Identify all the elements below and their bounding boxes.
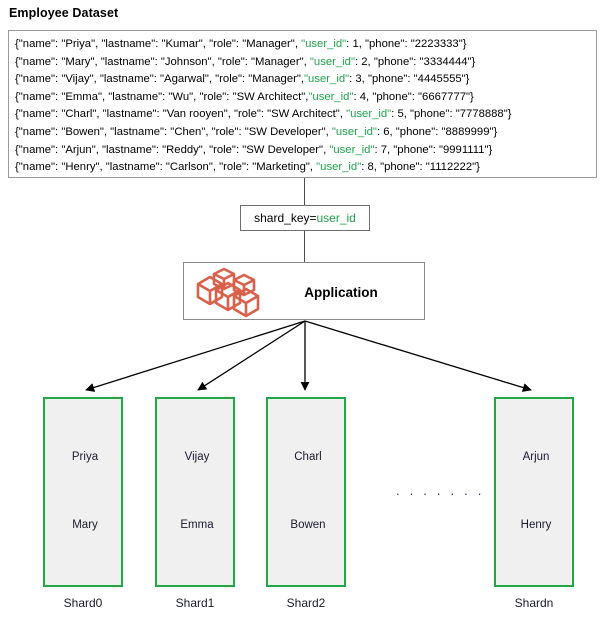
- record-user-id-key: "user_id": [331, 125, 377, 138]
- record-suffix: : 7, "phone": "9991111"}: [374, 143, 493, 156]
- record-prefix: {"name": "Emma", "lastname": "Wu", "role…: [15, 90, 309, 103]
- shard-label-shard0: Shard0: [63, 596, 103, 610]
- record-suffix: : 2, "phone": "3334444"}: [354, 55, 476, 68]
- record-prefix: {"name": "Bowen", "lastname": "Chen", "r…: [15, 125, 332, 138]
- record-user-id-key: "user_id": [304, 73, 350, 86]
- shard-record-name: Priya: [71, 451, 99, 463]
- record-user-id-key: "user_id": [346, 108, 392, 121]
- dataset-record-row: {"name": "Bowen", "lastname": "Chen", "r…: [15, 124, 590, 142]
- record-user-id-key: "user_id": [329, 143, 375, 156]
- record-prefix: {"name": "Mary", "lastname": "Johnson", …: [15, 55, 310, 68]
- application-label: Application: [304, 284, 378, 300]
- record-suffix: : 6, "phone": "8889999"}: [376, 125, 498, 138]
- shard-record-name: Arjun: [522, 451, 550, 463]
- dataset-record-row: {"name": "Charl", "lastname": "Van rooye…: [15, 106, 590, 124]
- shard-record-name: Bowen: [290, 519, 326, 531]
- page-title: Employee Dataset: [9, 6, 119, 20]
- record-prefix: {"name": "Arjun", "lastname": "Reddy", "…: [15, 143, 330, 156]
- dataset-record-row: {"name": "Emma", "lastname": "Wu", "role…: [15, 89, 590, 107]
- shard-record-name: Emma: [180, 519, 214, 531]
- shard-record-name: Henry: [520, 519, 552, 531]
- arrow-to-shard0: [85, 320, 306, 392]
- record-suffix: : 4, "phone": "6667777"}: [353, 90, 474, 103]
- dataset-record-row: {"name": "Henry", "lastname": "Carlson",…: [15, 159, 590, 177]
- dataset-record-row: {"name": "Priya", "lastname": "Kumar", "…: [15, 36, 590, 54]
- shard-label-shard2: Shard2: [286, 596, 326, 610]
- record-prefix: {"name": "Vijay", "lastname": "Agarwal",…: [15, 73, 305, 86]
- shard-record-name: Vijay: [184, 451, 210, 463]
- dataset-record-row: {"name": "Vijay", "lastname": "Agarwal",…: [15, 71, 590, 89]
- dataset-record-row: {"name": "Arjun", "lastname": "Reddy", "…: [15, 142, 590, 160]
- record-prefix: {"name": "Charl", "lastname": "Van rooye…: [15, 108, 347, 121]
- shard-key-value: user_id: [316, 211, 356, 225]
- connector-shardkey-to-application: [304, 231, 305, 262]
- shard-ellipsis: . . . . . . .: [396, 483, 485, 498]
- arrow-to-shard1: [197, 320, 306, 391]
- shard-key-label: shard_key=: [254, 211, 317, 225]
- record-user-id-key: "user_id": [309, 55, 355, 68]
- cubes-icon: [196, 267, 260, 318]
- record-suffix: : 8, "phone": "1112222"}: [361, 161, 480, 174]
- record-user-id-key: "user_id": [308, 90, 354, 103]
- shard-key-box: shard_key=user_id: [240, 205, 370, 231]
- shard-record-name: Charl: [294, 451, 322, 463]
- record-suffix: : 5, "phone": "7778888"}: [391, 108, 512, 121]
- shard-label-shard1: Shard1: [175, 596, 215, 610]
- record-user-id-key: "user_id": [316, 161, 362, 174]
- dataset-record-list: {"name": "Priya", "lastname": "Kumar", "…: [15, 36, 590, 177]
- record-prefix: {"name": "Priya", "lastname": "Kumar", "…: [15, 38, 302, 50]
- shard-label-shardn: Shardn: [514, 596, 554, 610]
- employee-dataset-box: {"name": "Priya", "lastname": "Kumar", "…: [8, 30, 597, 178]
- record-suffix: : 1, "phone": "2223333"}: [346, 38, 467, 50]
- application-box: Application: [183, 262, 425, 320]
- record-user-id-key: "user_id": [301, 38, 347, 50]
- dataset-record-row: {"name": "Mary", "lastname": "Johnson", …: [15, 54, 590, 72]
- connector-dataset-to-shardkey: [304, 178, 305, 205]
- record-suffix: : 3, "phone": "4445555"}: [349, 73, 470, 86]
- shard-record-name: Mary: [72, 519, 98, 531]
- arrow-to-shardn: [304, 320, 532, 392]
- record-prefix: {"name": "Henry", "lastname": "Carlson",…: [15, 161, 317, 174]
